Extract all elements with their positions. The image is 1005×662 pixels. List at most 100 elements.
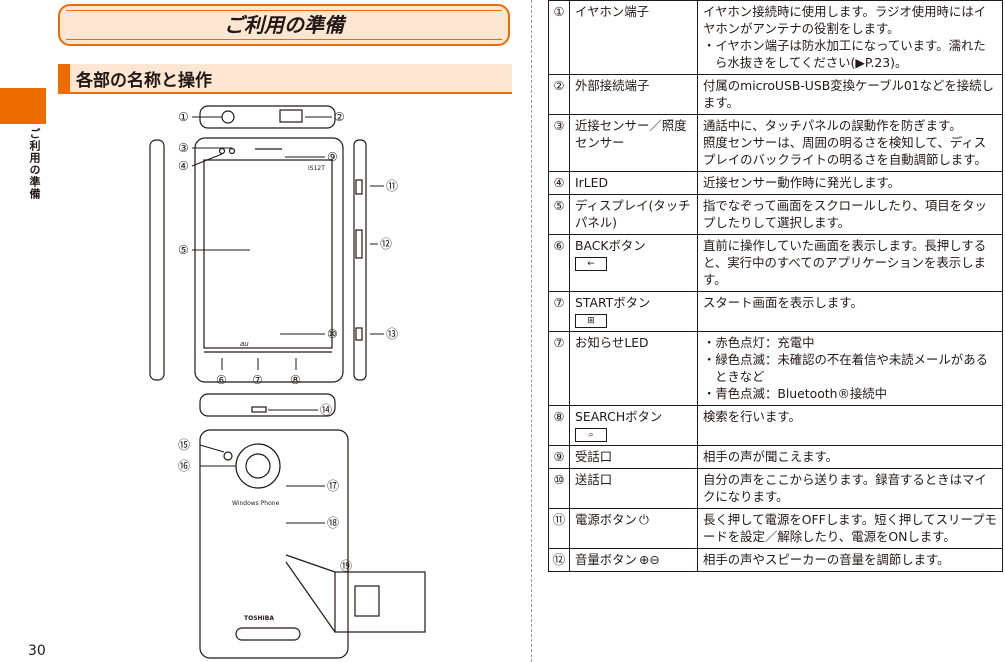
part-name: 外部接続端子 [575,78,650,93]
part-description: 相手の声やスピーカーの音量を調節します。 [703,552,950,567]
part-number: ② [548,74,570,115]
callout-19: ⑲ [340,559,352,573]
phone-back-view [199,429,349,659]
part-name: イヤホン端子 [575,4,649,19]
part-number: ④ [548,171,570,195]
part-description: 長く押して電源をOFFします。短く押してスリープモードを設定／解除したり、電源を… [703,512,997,544]
bullet-icon: ・ [703,352,716,367]
part-name: BACKボタン [575,238,646,253]
part-number: ⑥ [548,234,570,292]
callout-11: ⑪ [386,179,398,193]
display-drawing [203,159,333,349]
part-number: ⑩ [548,468,570,509]
part-description-cell: 直前に操作していた画面を表示します。長押しすると、実行中のすべてのアプリケーショ… [697,234,1003,292]
part-bullet: ・緑色点滅：未確認の不在着信や未読メールがあるときなど [703,351,998,385]
button-symbol-icon: ⏻ [638,512,649,527]
phone-front-view [194,137,344,383]
usb-port-drawing [279,109,303,123]
part-name-cell: 近接センサー／照度センサー [569,114,698,172]
table-row: ⑩ 送話口 自分の声をここから送ります。録音するときはマイクになります。 [548,468,1003,509]
callout-3: ③ [178,141,189,155]
table-row: ⑨ 受話口 相手の声が聞こえます。 [548,445,1003,469]
part-description: イヤホン接続時に使用します。ラジオ使用時にはイヤホンがアンテナの役割をします。 [703,4,987,36]
part-description-cell: 近接センサー動作時に発光します。 [697,171,1003,195]
side-tab-marker [0,88,46,124]
page-number: 30 [28,643,46,659]
part-name: SEARCHボタン [575,409,663,424]
key-symbol-icon: ⊞ [575,314,607,328]
camera-drawing [235,443,281,489]
callout-10: ⑩ [327,327,338,341]
part-number: ⑫ [548,548,570,572]
part-number: ⑦ [548,331,570,406]
part-name-cell: 音量ボタン⊕⊖ [569,548,698,572]
part-description-cell: 相手の声やスピーカーの音量を調節します。 [697,548,1003,572]
part-name: お知らせLED [575,335,649,350]
column-divider [531,0,532,662]
part-description: 自分の声をここから送ります。録音するときはマイクになります。 [703,472,987,504]
callout-6: ⑥ [216,373,227,387]
callout-1: ① [178,110,189,124]
part-description-cell: 長く押して電源をOFFします。短く押してスリープモードを設定／解除したり、電源を… [697,508,1003,549]
table-row: ⑥ BACKボタン ← 直前に操作していた画面を表示します。長押しすると、実行中のすべ… [548,234,1003,292]
part-description-cell: 通話中に、タッチパネルの誤動作を防ぎます。照度センサーは、周囲の明るさを検知して… [697,114,1003,172]
part-description-cell: 指でなぞって画面をスクロールしたり、項目をタップしたりして選択します。 [697,194,1003,235]
part-number: ⑨ [548,445,570,469]
callout-7: ⑦ [252,373,263,387]
part-number: ⑤ [548,194,570,235]
screen-brand-text: au [240,340,249,348]
part-name-cell: イヤホン端子 [569,0,698,75]
part-name-cell: STARTボタン ⊞ [569,291,698,332]
bullet-icon: ・ [703,386,716,401]
part-number: ③ [548,114,570,172]
part-name: 音量ボタン [575,552,637,567]
part-name: 受話口 [575,449,613,464]
back-brand-text: TOSHIBA [244,615,274,622]
part-description: 相手の声が聞こえます。 [703,449,839,464]
callout-8: ⑧ [290,373,301,387]
section-title: 各部の名称と操作 [76,71,212,91]
parts-table: ① イヤホン端子 イヤホン接続時に使用します。ラジオ使用時にはイヤホンがアンテナの役… [548,0,1003,572]
part-name-cell: 外部接続端子 [569,74,698,115]
part-name: 近接センサー／照度センサー [575,118,687,150]
part-description-cell: 相手の声が聞こえます。 [697,445,1003,469]
bullet-text: イヤホン端子は防水加工になっています。濡れたら水抜きをしてください(▶P.23)… [715,38,986,70]
part-name-cell: ディスプレイ(タッチパネル) [569,194,698,235]
part-number: ⑦ [548,291,570,332]
section-heading: 各部の名称と操作 [58,64,512,94]
part-name-cell: 受話口 [569,445,698,469]
callout-14: ⑭ [320,403,332,417]
phone-bottom-view [199,393,336,417]
sd-slot-inset [334,571,426,633]
part-name: ディスプレイ(タッチパネル) [575,198,691,230]
part-bullet: ・赤色点灯：充電中 [703,334,998,351]
bullet-text: 青色点滅：Bluetooth®接続中 [715,386,888,401]
part-number: ① [548,0,570,75]
phone-right-side-view [353,139,367,381]
callout-16: ⑯ [178,459,190,473]
callout-2: ② [334,110,345,124]
bullet-text: 緑色点滅：未確認の不在着信や未読メールがあるときなど [715,352,988,384]
callout-12: ⑫ [380,237,392,251]
part-name-cell: お知らせLED [569,331,698,406]
bullet-icon: ・ [703,38,716,53]
key-symbol-icon: ← [575,257,607,271]
part-name-cell: BACKボタン ← [569,234,698,292]
part-name: 送話口 [575,472,613,487]
phone-left-side-view [149,139,165,381]
part-name: STARTボタン [575,295,651,310]
callout-9: ⑨ [327,150,338,164]
part-description-cell: ・赤色点灯：充電中・緑色点滅：未確認の不在着信や未読メールがあるときなど・青色点… [697,331,1003,406]
part-description: 指でなぞって画面をスクロールしたり、項目をタップしたりして選択します。 [703,198,987,230]
part-number: ⑪ [548,508,570,549]
part-description-cell: 自分の声をここから送ります。録音するときはマイクになります。 [697,468,1003,509]
part-description-cell: スタート画面を表示します。 [697,291,1003,332]
callout-18: ⑱ [327,516,339,530]
button-symbol-icon: ⊕⊖ [638,552,660,567]
side-chapter-label: ご利用の準備 [28,128,41,200]
